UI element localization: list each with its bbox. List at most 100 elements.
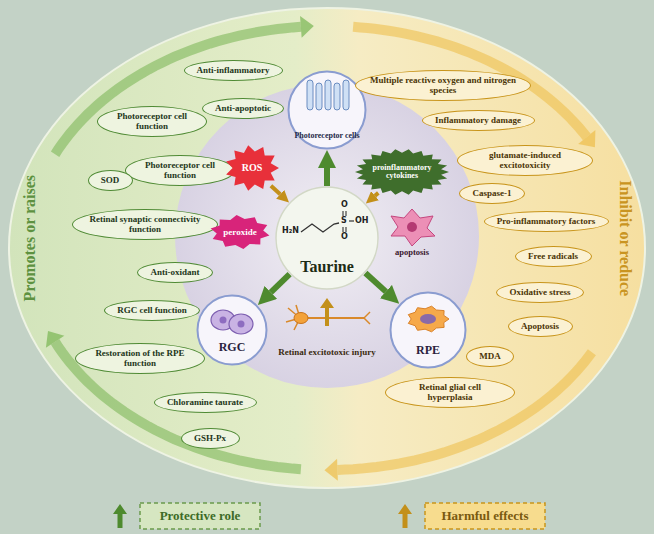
shape — [342, 227, 343, 232]
cycle-arrow — [55, 342, 301, 469]
node-text: RGC — [219, 341, 246, 355]
shape — [220, 317, 227, 324]
shape — [211, 215, 270, 249]
legend-box — [140, 503, 260, 529]
node-text: Anti-oxidant — [150, 267, 199, 277]
cycle-arrow-head — [300, 16, 314, 38]
promote-oval: Photoreceptor cell function — [97, 106, 207, 137]
node-text: RGC cell function — [117, 305, 187, 315]
rod-cell — [343, 80, 349, 110]
shape — [198, 296, 267, 365]
art-line — [364, 318, 370, 324]
shape — [391, 293, 466, 368]
molecule-atom: H₂N — [282, 227, 299, 235]
node-text: MDA — [479, 351, 501, 361]
rod-cell — [316, 83, 322, 110]
inhibit-oval: glutamate-induced excitotoxicity — [457, 145, 593, 176]
shape — [345, 211, 346, 216]
side-heading: Promotes or raises — [21, 175, 39, 301]
node-text: Photoreceptor cells — [294, 131, 359, 140]
node-text: Restoration of the RPE function — [88, 348, 192, 369]
legend-arrow — [113, 504, 127, 528]
inhibit-oval: MDA — [466, 346, 514, 367]
cycle-arrow — [353, 27, 587, 137]
art-polygon — [320, 298, 334, 326]
inhibit-oval: Oxidative stress — [496, 282, 584, 303]
cycle-arrows — [46, 16, 595, 481]
node-text: Caspase-1 — [472, 188, 511, 198]
inhibit-oval: Pro-inflammatory factors — [484, 211, 609, 232]
photoreceptor-circle: Photoreceptor cells — [287, 70, 367, 150]
inhibit-oval: Retinal glial cell hyperplasia — [385, 377, 515, 408]
molecule-atom: OH — [355, 217, 369, 225]
shape — [238, 321, 245, 328]
molecule-atom: O — [341, 233, 348, 241]
rod-cell — [307, 80, 313, 110]
promote-oval: Anti-oxidant — [137, 262, 213, 283]
art-ellipse — [294, 313, 308, 324]
shape — [226, 145, 279, 191]
ganglion-cell — [229, 314, 253, 334]
node-text: glutamate-induced excitotoxicity — [470, 150, 580, 171]
protect-arrow — [365, 273, 386, 292]
legend-swatch — [397, 503, 413, 529]
shape — [407, 222, 417, 232]
peroxide-burst: peroxide — [209, 214, 271, 250]
promote-oval: GSH-Px — [181, 428, 240, 449]
art-line — [364, 312, 370, 318]
note-label: Retinal excitotoxic injury — [278, 347, 375, 357]
node-text: ROS — [242, 162, 263, 174]
molecule-atom: O — [341, 201, 348, 209]
legend-swatch — [112, 503, 128, 529]
taurine-circle: TaurineH₂NSOOOH — [275, 186, 379, 290]
cycle-arrow-head — [324, 459, 337, 481]
shape — [349, 220, 354, 221]
harm-arrow — [271, 186, 280, 195]
shape — [345, 227, 346, 232]
promote-oval: Restoration of the RPE function — [75, 343, 205, 374]
protect-arrow — [271, 274, 290, 292]
node-text: Anti-inflammatory — [197, 65, 270, 75]
node-text: Retinal glial cell hyperplasia — [398, 382, 502, 403]
promote-oval: Chloramine taurate — [154, 392, 257, 413]
node-text: Chloramine taurate — [167, 397, 243, 407]
promote-oval: SOD — [88, 170, 133, 191]
cycle-arrow-head — [578, 130, 595, 147]
rgc-circle: RGC — [196, 294, 268, 366]
inhibit-oval: Multiple reactive oxygen and nitrogen sp… — [355, 70, 531, 101]
outer-ellipse — [9, 8, 645, 488]
promote-oval: Retinal synaptic connectivity function — [72, 209, 218, 240]
rpe-circle: RPE — [389, 291, 467, 369]
legend-text: Protective role — [140, 503, 260, 529]
node-text: Inflammatory damage — [435, 115, 521, 125]
inhibit-oval: Inflammatory damage — [422, 110, 535, 131]
rpe-circle-art — [389, 291, 467, 369]
cytokine-burst: proinflammatory cytokines — [354, 148, 450, 196]
legend-box — [425, 503, 545, 529]
side-heading: Inhibit or reduce — [616, 180, 634, 296]
ros-burst: ROS — [224, 144, 280, 192]
art-line — [300, 317, 364, 319]
promote-oval: Anti-apoptotic — [202, 98, 284, 119]
node-text: Retinal synaptic connectivity function — [85, 214, 205, 235]
harm-arrow — [375, 193, 378, 196]
node-text: Photoreceptor cell function — [138, 160, 222, 181]
shape — [342, 211, 343, 216]
node-text: peroxide — [223, 227, 256, 237]
molecule-bond — [301, 223, 339, 232]
cycle-arrow — [55, 27, 301, 154]
rod-cell — [325, 80, 331, 110]
cycle-arrow-head — [46, 331, 64, 348]
node-text: Photoreceptor cell function — [110, 111, 194, 132]
inhibit-oval: Caspase-1 — [459, 183, 525, 204]
shape — [355, 149, 449, 195]
node-text: Multiple reactive oxygen and nitrogen sp… — [368, 75, 518, 96]
shape — [289, 72, 366, 149]
shape — [420, 314, 436, 324]
node-text: GSH-Px — [194, 433, 226, 443]
legend-text: Harmful effects — [425, 503, 545, 529]
node-text: Free radicals — [528, 251, 578, 261]
neuron-illustration — [286, 298, 370, 330]
node-text: Oxidative stress — [509, 287, 570, 297]
